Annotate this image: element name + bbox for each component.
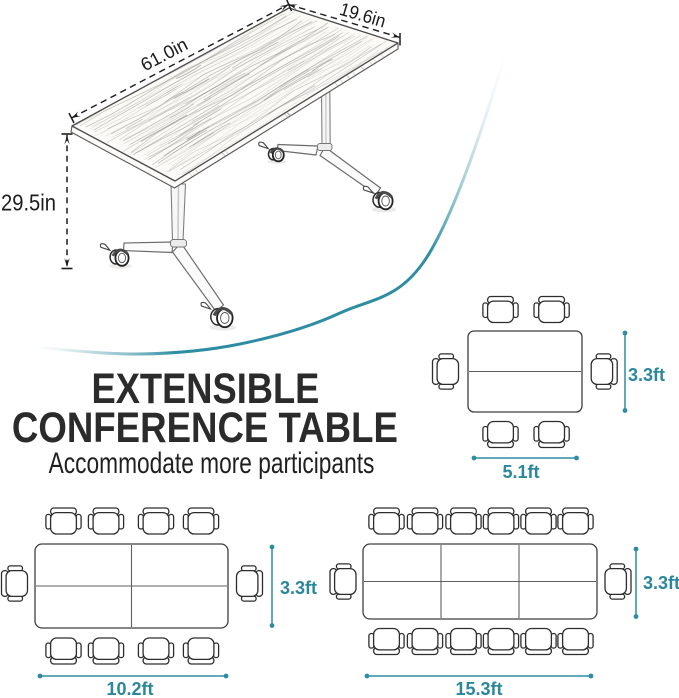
svg-text:5.1ft: 5.1ft xyxy=(502,462,539,482)
svg-text:10.2ft: 10.2ft xyxy=(106,679,153,698)
svg-text:29.5in: 29.5in xyxy=(1,190,56,216)
svg-text:3.3ft: 3.3ft xyxy=(628,365,665,385)
svg-text:3.3ft: 3.3ft xyxy=(280,578,317,598)
svg-text:15.3ft: 15.3ft xyxy=(455,679,502,698)
svg-text:3.3ft: 3.3ft xyxy=(643,573,679,593)
